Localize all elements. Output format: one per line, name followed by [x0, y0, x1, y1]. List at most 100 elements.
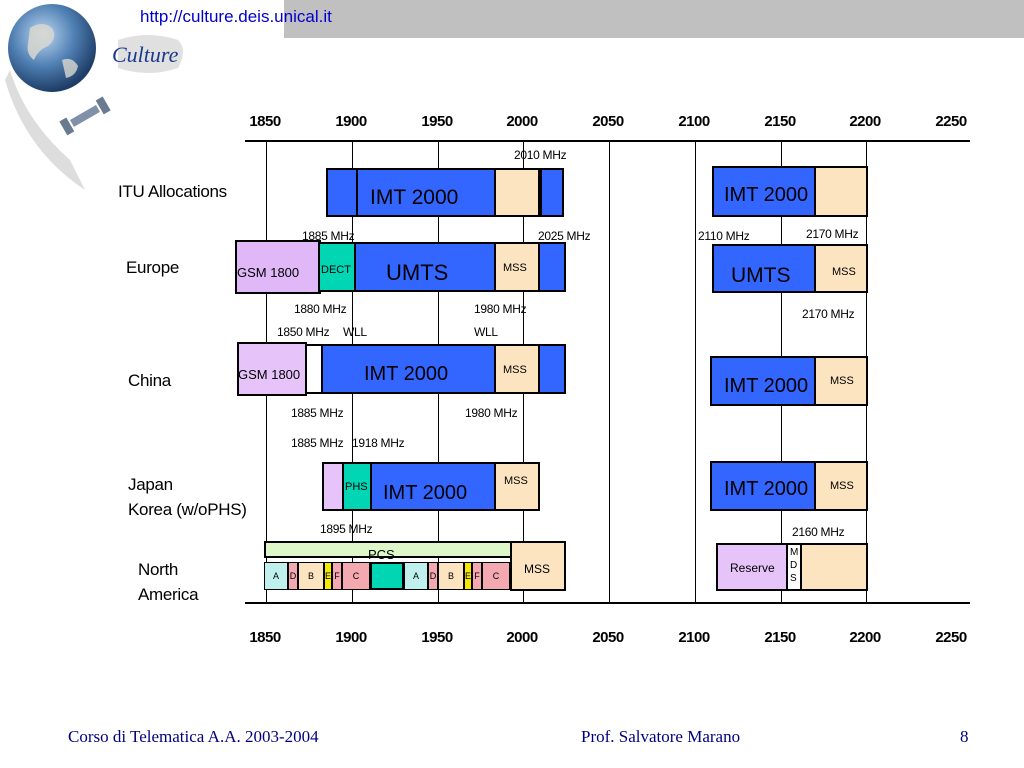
na-reserve-band: [716, 543, 788, 591]
wll-label: WLL: [343, 325, 367, 339]
china-gsm1800-label: GSM 1800: [238, 367, 301, 382]
tick-label: 1950: [421, 113, 453, 130]
row-label-itu: ITU Allocations: [118, 182, 227, 201]
na-pcs-f2-block: F: [472, 562, 482, 590]
freq-label: 2170 MHz: [806, 227, 859, 241]
japan-mss-left-label: MSS: [504, 475, 528, 487]
na-pcs-f-block: F: [332, 562, 342, 590]
japan-imt2000-left-label: IMT 2000: [383, 482, 468, 504]
japan-lilac-band: [322, 462, 344, 511]
japan-imt2000-right-band: [710, 461, 816, 511]
row-label-europe: Europe: [126, 258, 180, 277]
china-imt2000-left-band: [321, 344, 497, 394]
tick-label: 2250: [935, 113, 967, 130]
site-url-link[interactable]: http://culture.deis.unical.it: [140, 7, 332, 26]
tick-label: 2050: [592, 629, 624, 646]
axis-line-top: [245, 140, 970, 142]
china-mss-right-band: [814, 356, 868, 406]
culture-logo-text: Culture: [112, 42, 179, 67]
na-pcs-b-block: B: [298, 562, 324, 590]
freq-label: 1885 MHz: [302, 229, 355, 243]
japan-mss-right-label: MSS: [830, 480, 854, 492]
na-mds-label: M D S: [790, 547, 799, 584]
globe-satellite-logo: Culture: [5, 4, 183, 190]
europe-blue-band: [538, 242, 566, 292]
china-mss-left-label: MSS: [503, 364, 527, 376]
itu-imt2000-left-label: IMT 2000: [370, 186, 459, 209]
freq-label: 1980 MHz: [465, 406, 518, 420]
na-pcs-e-block: E: [324, 562, 332, 590]
na-pcs-d2-block: D: [428, 562, 438, 590]
europe-mss-right-label: MSS: [832, 266, 856, 278]
axis-line-bottom: [245, 602, 970, 604]
freq-label: 1895 MHz: [320, 522, 373, 536]
itu-peach-right-band: [814, 166, 868, 217]
europe-gsm1800-label: GSM 1800: [237, 265, 300, 280]
tick-label: 2200: [849, 113, 881, 130]
china-mss-right-label: MSS: [830, 375, 854, 387]
europe-mss-right-band: [814, 244, 868, 293]
freq-label: 1918 MHz: [352, 436, 405, 450]
na-pcs-c-block: C: [342, 562, 370, 590]
freq-label: 1885 MHz: [291, 406, 344, 420]
na-mss-band: [510, 541, 566, 591]
china-imt2000-left-label: IMT 2000: [364, 363, 449, 385]
row-label-korea: Korea (w/oPHS): [128, 500, 247, 519]
tick-label: 1950: [421, 629, 453, 646]
itu-peach-band: [494, 168, 540, 217]
china-blue-band: [538, 344, 566, 394]
row-label-japan: Japan: [128, 475, 173, 494]
tick-label: 2100: [678, 113, 710, 130]
wll-label: WLL: [474, 325, 498, 339]
freq-label: 2025 MHz: [538, 229, 591, 243]
europe-umts-left-label: UMTS: [386, 260, 449, 285]
europe-umts-left-band: [354, 242, 496, 292]
na-pcs-label: PCS: [368, 547, 395, 562]
europe-umts-right-label: UMTS: [731, 264, 791, 287]
header-bar: [137, 0, 1024, 38]
europe-mss-left-label: MSS: [503, 262, 527, 274]
na-pcs-a-block: A: [264, 562, 288, 590]
tick-label: 1850: [249, 629, 281, 646]
na-pcs-a2-block: A: [404, 562, 428, 590]
na-mss-label: MSS: [524, 562, 551, 576]
japan-mss-right-band: [814, 461, 868, 511]
tick-label: 1900: [335, 629, 367, 646]
freq-label: 2170 MHz: [802, 307, 855, 321]
tick-label: 2200: [849, 629, 881, 646]
europe-umts-right-band: [712, 244, 816, 293]
itu-imt2000-right-band: [712, 166, 816, 217]
tick-label: 2250: [935, 629, 967, 646]
tick-label: 2050: [592, 113, 624, 130]
na-reserve-label: Reserve: [730, 561, 775, 575]
tick-label: 2100: [678, 629, 710, 646]
freq-label: 1980 MHz: [474, 302, 527, 316]
na-teal-band: [370, 562, 404, 590]
freq-label: 1850 MHz: [277, 325, 330, 339]
na-pcs-e2-block: E: [464, 562, 472, 590]
tick-label: 2000: [506, 113, 538, 130]
freq-label: 1880 MHz: [294, 302, 347, 316]
europe-dect-label: DECT: [321, 264, 351, 276]
tick-label: 2000: [506, 629, 538, 646]
freq-label: 2010 MHz: [514, 148, 567, 162]
china-gsm1800-band: [237, 342, 307, 396]
japan-mss-left-band: [494, 462, 540, 511]
footer-course: Corso di Telematica A.A. 2003-2004: [68, 727, 319, 746]
row-label-china: China: [128, 371, 171, 390]
japan-phs-label: PHS: [345, 481, 368, 493]
footer-page-number: 8: [960, 727, 969, 746]
tick-label: 1900: [335, 113, 367, 130]
europe-gsm1800-band: [235, 240, 321, 294]
na-pcs-d-block: D: [288, 562, 298, 590]
tick-label: 2150: [764, 113, 796, 130]
na-peach-right-band: [800, 543, 868, 591]
freq-label: 2160 MHz: [792, 525, 845, 539]
freq-label: 1885 MHz: [291, 436, 344, 450]
na-pcs-b2-block: B: [438, 562, 464, 590]
tick-label: 2150: [764, 629, 796, 646]
freq-label: 2110 MHz: [698, 229, 750, 243]
itu-imt2000-right-label: IMT 2000: [724, 184, 809, 206]
row-label-north: North: [138, 560, 179, 579]
china-imt2000-right-band: [710, 356, 816, 406]
